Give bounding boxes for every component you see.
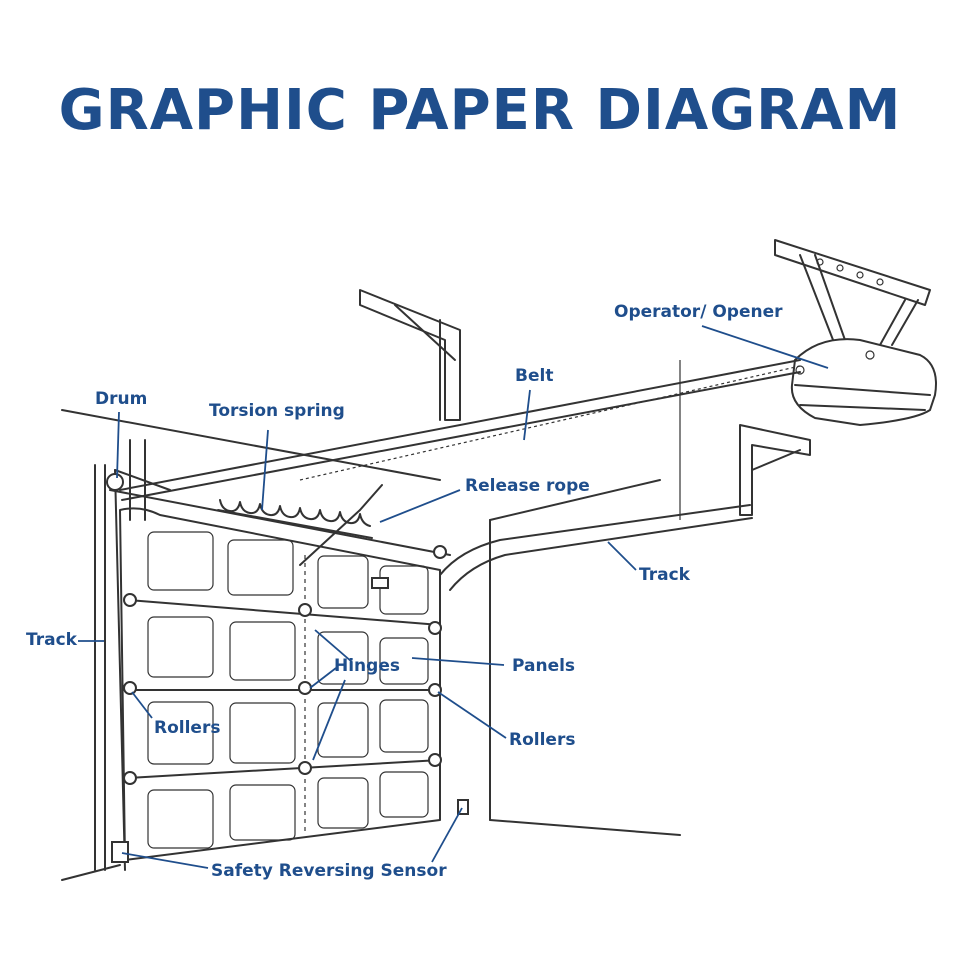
label-panels: Panels (512, 656, 576, 676)
page-title: GRAPHIC PAPER DIAGRAM (58, 78, 902, 143)
door (119, 507, 441, 861)
hardware (111, 484, 469, 863)
label-rollers-right: Rollers (509, 730, 576, 750)
horizontal-track-right (439, 504, 753, 591)
label-safety-reversing-sensor: Safety Reversing Sensor (211, 861, 447, 881)
label-track-right: Track (639, 565, 690, 585)
label-belt: Belt (515, 366, 554, 386)
torsion-spring (109, 489, 451, 559)
rail (119, 359, 801, 501)
label-hinges: Hinges (334, 656, 400, 676)
right-ceiling-bracket (739, 424, 811, 516)
label-operator-opener: Operator/ Opener (614, 302, 783, 322)
label-release-rope: Release rope (465, 476, 590, 496)
label-drum: Drum (95, 389, 148, 409)
leader-lines (78, 325, 829, 869)
label-track-left: Track (26, 630, 77, 650)
label-torsion-spring: Torsion spring (209, 401, 345, 421)
left-ceiling-bracket (359, 289, 461, 421)
opener-unit (790, 338, 937, 427)
left-vertical-track (94, 439, 171, 871)
room-outline (61, 360, 681, 881)
label-rollers-left: Rollers (154, 718, 221, 738)
opener-hanger (774, 239, 931, 346)
